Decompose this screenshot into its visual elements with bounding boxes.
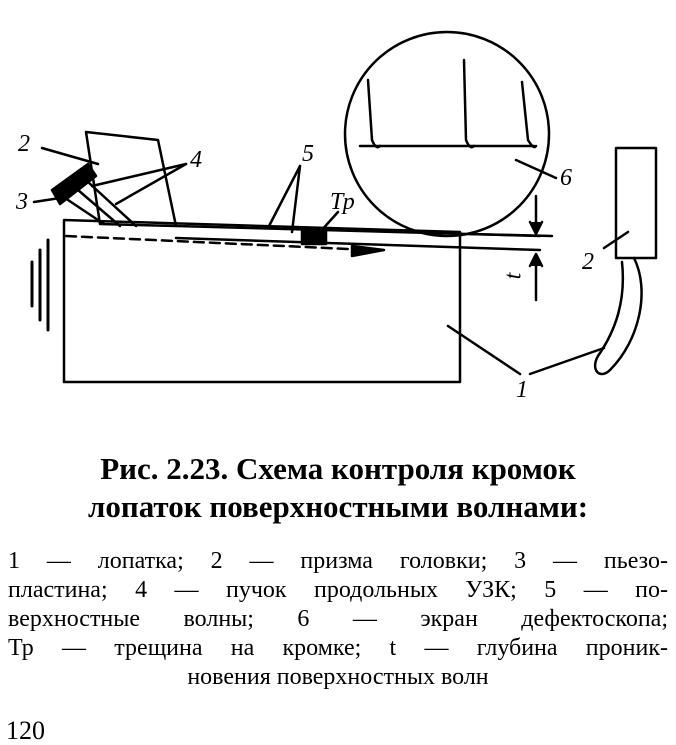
beam-ray-3 bbox=[86, 180, 138, 228]
caption-title-line-2: лопаток поверхностными волнами: bbox=[87, 489, 589, 524]
depth-line-top bbox=[468, 232, 554, 238]
page-number: 120 bbox=[6, 716, 45, 745]
leader-6 bbox=[514, 158, 558, 180]
label-crack: Тр bbox=[330, 189, 355, 215]
caption-title-line-1: Рис. 2.23. Схема контроля кромок bbox=[100, 451, 576, 486]
screen-pulse-right bbox=[520, 80, 538, 149]
prism bbox=[84, 130, 178, 228]
screen-pulse-left bbox=[366, 78, 382, 149]
probe-cable bbox=[593, 256, 643, 376]
leader-2-right bbox=[602, 230, 630, 250]
leader-1a bbox=[446, 324, 522, 376]
surface-wave-dash bbox=[64, 234, 372, 252]
figure-legend: 1 — лопатка; 2 — призма головки; 3 — пье… bbox=[8, 547, 668, 692]
beam-ray-1 bbox=[66, 198, 106, 226]
diagram-drawing bbox=[30, 30, 658, 384]
screen-circle bbox=[343, 30, 551, 238]
leader-5a bbox=[266, 164, 302, 230]
label-6: 6 bbox=[560, 165, 572, 191]
legend-line-3: верхностные волны; 6 — экран дефектоскоп… bbox=[8, 606, 668, 632]
leader-4a bbox=[90, 162, 188, 188]
figure-caption-title: Рис. 2.23. Схема контроля кромок лопаток… bbox=[0, 450, 676, 526]
blade-body bbox=[62, 218, 462, 384]
wave-arrow bbox=[350, 244, 386, 258]
depth-arrowhead-down bbox=[528, 220, 544, 236]
legend-line-4: Тр — трещина на кромке; t — глубина прон… bbox=[8, 635, 668, 661]
diagram: 2 3 4 5 Тр 6 t 2 1 bbox=[16, 30, 658, 403]
surface-wave-line-2 bbox=[174, 236, 542, 252]
label-t: t bbox=[500, 272, 527, 280]
label-2-left: 2 bbox=[18, 131, 30, 157]
legend-line-2: пластина; 4 — пучок продольных УЗК; 5 — … bbox=[8, 577, 668, 603]
legend-line-1: 1 — лопатка; 2 — призма головки; 3 — пье… bbox=[8, 548, 668, 574]
label-5: 5 bbox=[302, 141, 314, 167]
leader-2 bbox=[40, 146, 100, 166]
beam-ray-2 bbox=[76, 188, 122, 228]
leader-1b bbox=[528, 346, 606, 376]
screen-pulse-mid bbox=[462, 58, 476, 149]
crack-marker bbox=[300, 228, 328, 246]
label-1: 1 bbox=[516, 377, 528, 403]
leader-3 bbox=[32, 196, 62, 204]
leader-tr bbox=[318, 210, 340, 234]
legend-line-5: новения поверхностных волн bbox=[187, 664, 489, 690]
depth-arrowhead-up bbox=[528, 252, 544, 268]
leader-5b bbox=[290, 164, 302, 234]
label-2-right: 2 bbox=[582, 249, 594, 275]
label-3: 3 bbox=[16, 189, 28, 215]
label-4: 4 bbox=[190, 147, 202, 173]
right-probe bbox=[614, 146, 658, 260]
leader-4b bbox=[114, 162, 188, 206]
